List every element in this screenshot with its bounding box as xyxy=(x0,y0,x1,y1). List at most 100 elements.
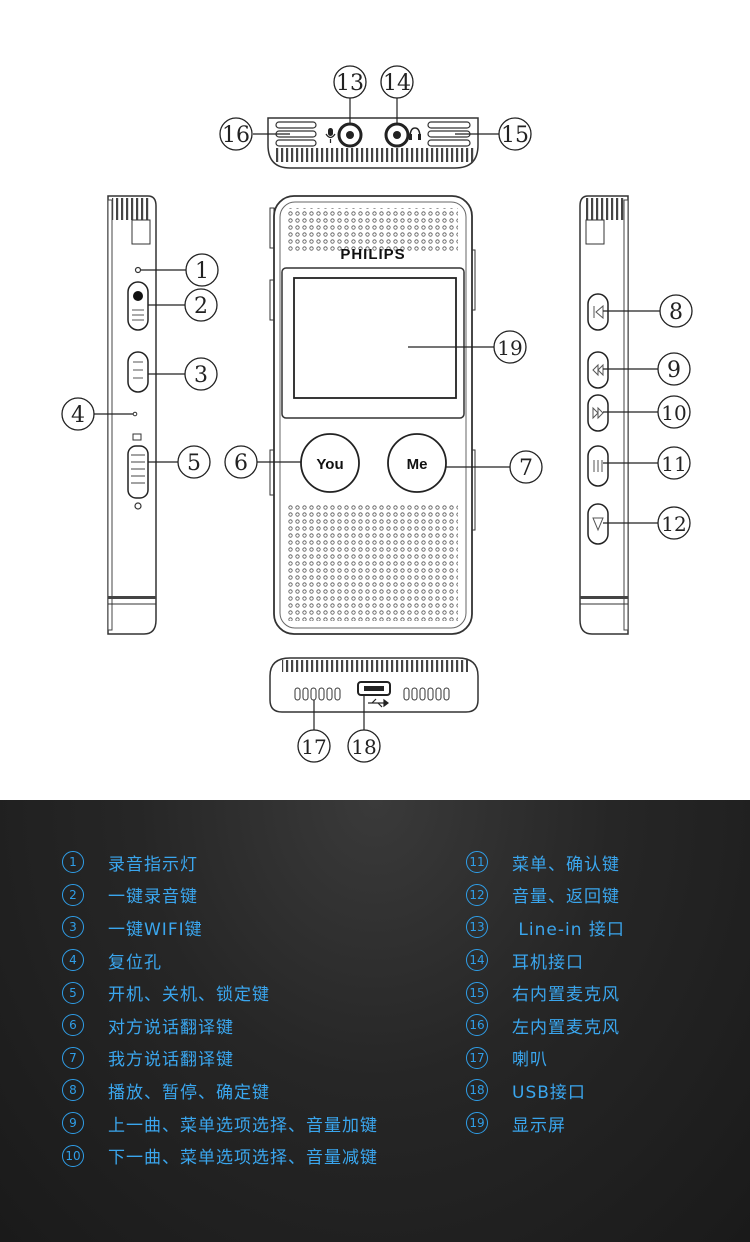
play-pause-button[interactable] xyxy=(587,293,609,331)
legend-item: 13 Line-in 接口 xyxy=(466,911,625,944)
callout-2: 2 xyxy=(184,288,218,322)
display-screen xyxy=(293,277,457,399)
legend-item: 15 右内置麦克风 xyxy=(466,976,625,1009)
callout-7: 7 xyxy=(509,450,543,484)
svg-text:2: 2 xyxy=(194,294,208,319)
legend-number: 8 xyxy=(62,1079,84,1102)
svg-text:1: 1 xyxy=(195,259,209,284)
svg-text:16: 16 xyxy=(222,123,250,148)
callout-4: 4 xyxy=(61,397,95,431)
device-diagram: PHILIPS You Me xyxy=(61,65,693,763)
one-touch-record-button[interactable] xyxy=(127,281,149,331)
top-speaker-grille xyxy=(288,208,458,252)
legend-text: 录音指示灯 xyxy=(108,854,198,875)
callout-15: 15 xyxy=(498,117,532,151)
bottom-view xyxy=(269,657,479,713)
callout-12: 12 xyxy=(657,506,691,540)
svg-text:13: 13 xyxy=(336,71,364,96)
legend-number: 6 xyxy=(62,1014,84,1037)
legend-text: 一键WIFI键 xyxy=(108,919,203,940)
legend-text: 对方说话翻译键 xyxy=(108,1017,234,1038)
top-view xyxy=(267,117,479,169)
reset-hole[interactable] xyxy=(132,411,138,417)
legend-number: 11 xyxy=(466,851,488,874)
legend-text: 耳机接口 xyxy=(512,952,584,973)
next-volume-down-button[interactable] xyxy=(587,394,609,432)
headphone-jack xyxy=(384,122,410,148)
svg-text:17: 17 xyxy=(301,735,326,759)
legend-text: 菜单、确认键 xyxy=(512,854,620,875)
left-side-view xyxy=(107,195,157,635)
legend-text: USB接口 xyxy=(512,1082,586,1103)
line-in-jack xyxy=(337,122,363,148)
power-icon xyxy=(134,502,142,510)
legend-number: 1 xyxy=(62,851,84,874)
legend-text: 一键录音键 xyxy=(108,887,198,908)
svg-text:14: 14 xyxy=(383,71,411,96)
svg-text:9: 9 xyxy=(667,358,681,383)
legend-number: 2 xyxy=(62,883,84,906)
volume-back-button[interactable] xyxy=(587,503,609,545)
headphone-icon xyxy=(409,127,421,140)
legend-item: 12 音量、返回键 xyxy=(466,879,625,912)
svg-text:18: 18 xyxy=(351,735,376,759)
speaker-holes xyxy=(294,687,450,701)
svg-text:12: 12 xyxy=(661,512,686,536)
usb-icon xyxy=(368,698,389,708)
svg-text:3: 3 xyxy=(194,363,208,388)
usb-port xyxy=(357,681,391,696)
me-button-label: Me xyxy=(407,456,428,473)
callout-14: 14 xyxy=(380,65,414,99)
battery-icon xyxy=(132,433,142,441)
callout-6: 6 xyxy=(224,445,258,479)
microphone-icon xyxy=(325,128,336,143)
callout-3: 3 xyxy=(184,357,218,391)
legend-number: 7 xyxy=(62,1046,84,1069)
legend-text: 音量、返回键 xyxy=(512,887,620,908)
callout-18: 18 xyxy=(347,729,381,763)
one-touch-wifi-button[interactable] xyxy=(127,351,149,393)
legend-item: 18 USB接口 xyxy=(466,1074,625,1107)
front-view: PHILIPS You Me xyxy=(269,195,476,635)
legend-number: 12 xyxy=(466,883,488,906)
callout-19: 19 xyxy=(493,330,527,364)
legend-number: 15 xyxy=(466,981,488,1004)
legend-text: 播放、暂停、确定键 xyxy=(108,1082,270,1103)
legend-text: 左内置麦克风 xyxy=(512,1017,620,1038)
leader-lines xyxy=(94,98,660,730)
top-left-mic-slots xyxy=(275,121,317,147)
me-button[interactable]: Me xyxy=(387,433,447,493)
legend-number: 16 xyxy=(466,1014,488,1037)
legend-text: 右内置麦克风 xyxy=(512,985,620,1006)
menu-confirm-button[interactable] xyxy=(587,445,609,487)
callout-13: 13 xyxy=(333,65,367,99)
legend-item: 1 录音指示灯 xyxy=(62,846,378,879)
callout-10: 10 xyxy=(657,395,691,429)
previous-volume-up-button[interactable] xyxy=(587,351,609,389)
legend-number: 4 xyxy=(62,949,84,972)
legend-number: 3 xyxy=(62,916,84,939)
legend-item: 8 播放、暂停、确定键 xyxy=(62,1074,378,1107)
you-button[interactable]: You xyxy=(300,433,360,493)
power-lock-slider[interactable] xyxy=(127,445,149,499)
callout-8: 8 xyxy=(659,294,693,328)
legend-number: 18 xyxy=(466,1079,488,1102)
legend-number: 13 xyxy=(466,916,488,939)
legend-number: 19 xyxy=(466,1112,488,1135)
svg-text:8: 8 xyxy=(669,300,683,325)
svg-text:7: 7 xyxy=(519,456,533,481)
legend-text: Line-in 接口 xyxy=(512,919,625,940)
legend-text: 下一曲、菜单选项选择、音量减键 xyxy=(108,1148,378,1169)
legend-text: 喇叭 xyxy=(512,1050,548,1071)
bottom-speaker-grille xyxy=(288,503,458,621)
legend-text: 开机、关机、锁定键 xyxy=(108,985,270,1006)
legend-text: 上一曲、菜单选项选择、音量加键 xyxy=(108,1115,378,1136)
svg-text:5: 5 xyxy=(187,451,201,476)
